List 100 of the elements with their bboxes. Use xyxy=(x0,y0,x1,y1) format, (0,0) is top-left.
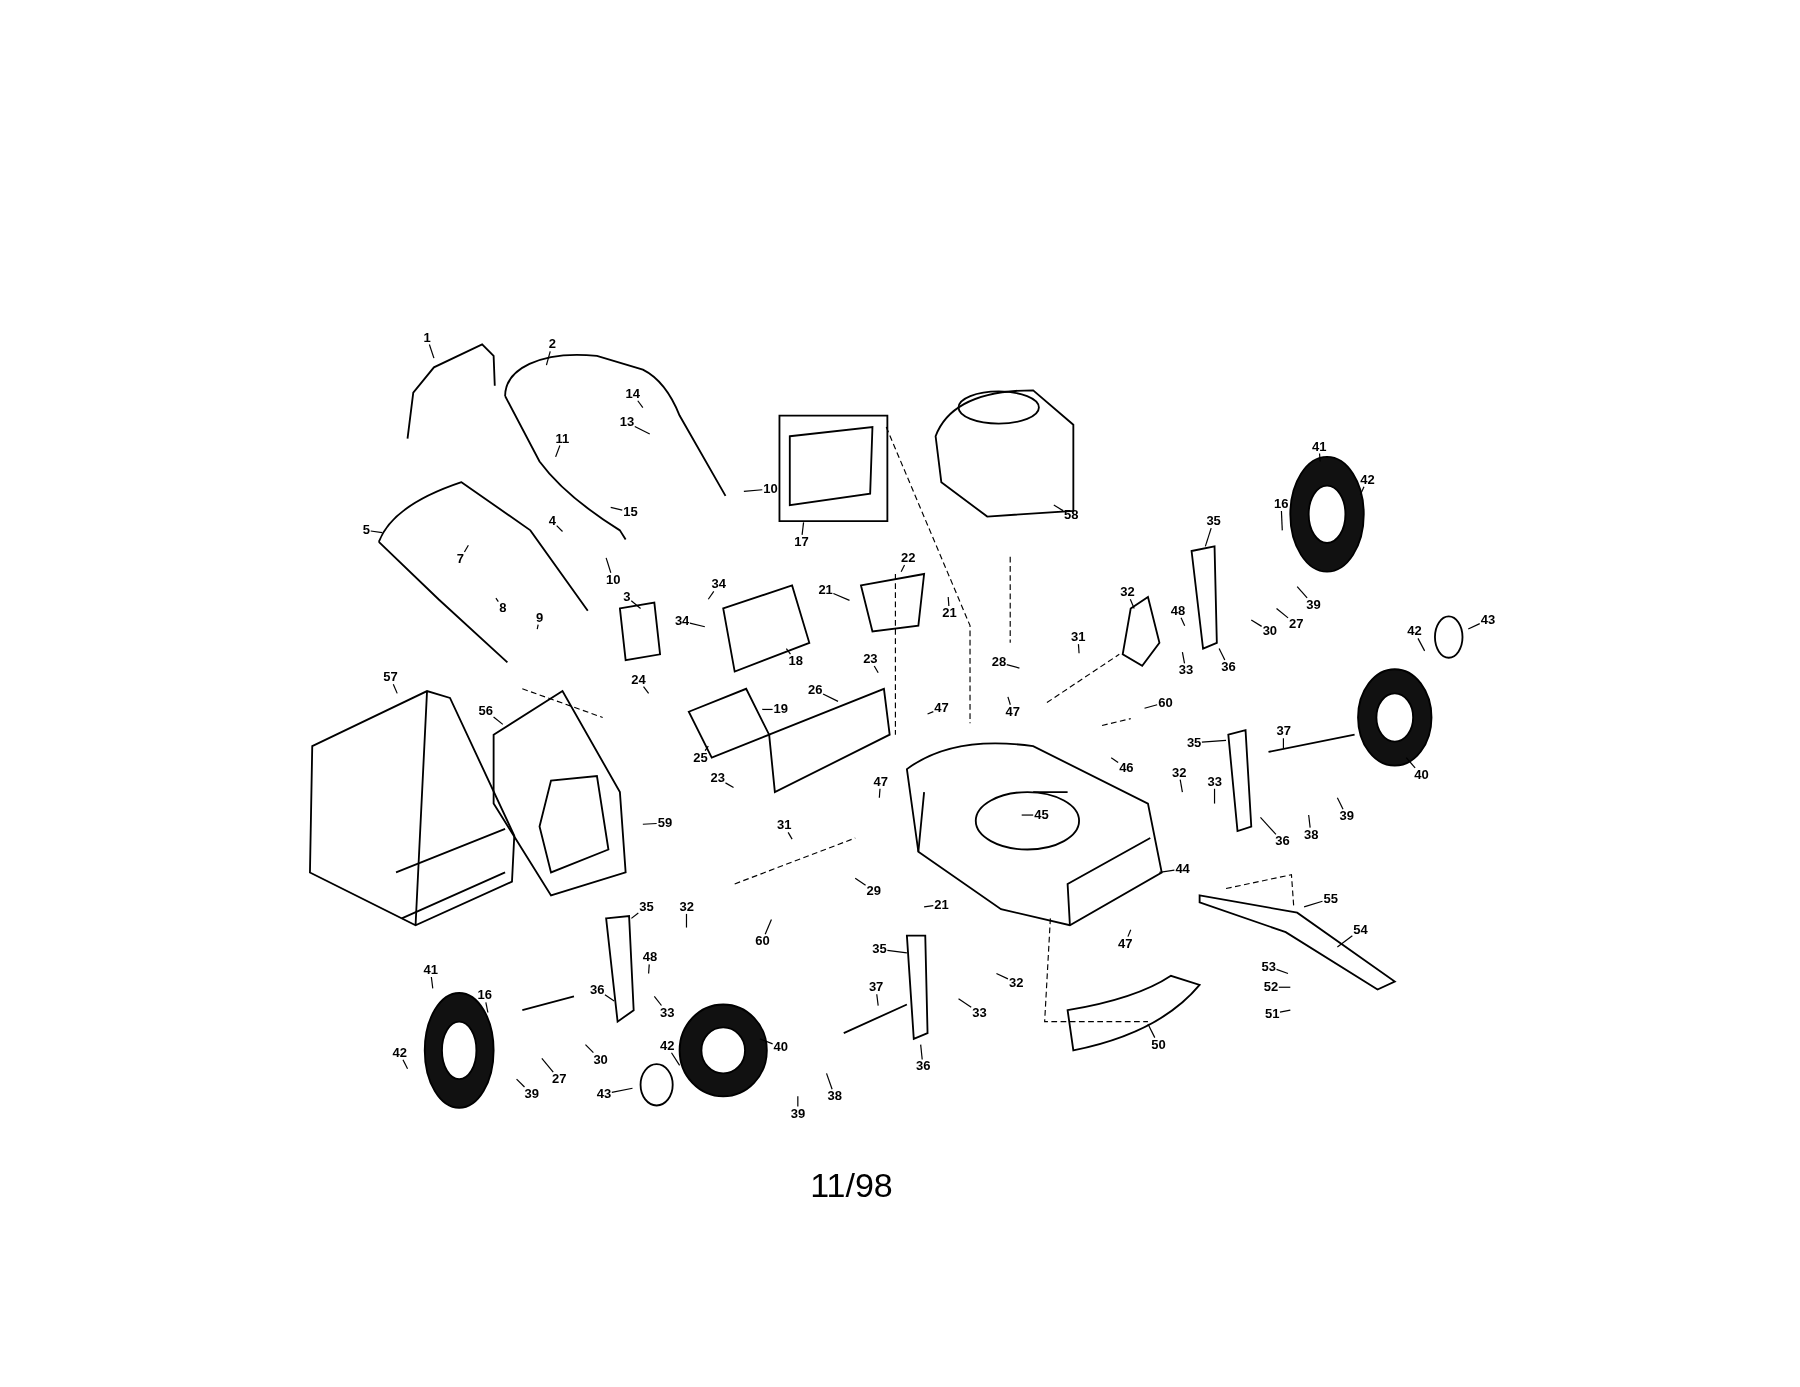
leader-line xyxy=(428,343,435,359)
leader-line xyxy=(1259,816,1277,836)
leader-line xyxy=(634,425,651,435)
callout-number: 46 xyxy=(1118,761,1135,775)
callout-number: 32 xyxy=(1007,975,1025,990)
callout-number: 47 xyxy=(872,774,889,789)
callout-number: 54 xyxy=(1352,922,1369,937)
leader-line xyxy=(610,506,623,511)
leader-line xyxy=(637,400,644,409)
leader-line xyxy=(801,521,805,536)
leader-line xyxy=(556,525,564,533)
callout-number: 27 xyxy=(1288,617,1305,632)
callout-number: 42 xyxy=(658,1038,676,1053)
callout-number: 39 xyxy=(789,1106,807,1121)
leader-line xyxy=(463,544,469,553)
leader-line xyxy=(392,683,398,694)
callout-number: 33 xyxy=(1206,774,1223,789)
callout-number: 36 xyxy=(1220,659,1237,674)
callout-number: 35 xyxy=(1205,514,1222,529)
leader-line xyxy=(876,993,879,1007)
leader-line xyxy=(1336,935,1353,948)
leader-line xyxy=(1158,869,1175,874)
callout-number: 21 xyxy=(941,606,958,620)
callout-number: 14 xyxy=(624,386,641,401)
leader-line xyxy=(873,665,879,674)
callout-number: 8 xyxy=(498,601,508,616)
callout-number: 48 xyxy=(641,950,659,965)
leader-line xyxy=(926,711,934,715)
leader-line xyxy=(764,918,773,935)
callout-number: 31 xyxy=(1069,630,1087,645)
leader-line xyxy=(685,913,688,929)
callout-number: 18 xyxy=(787,654,804,669)
callout-number: 52 xyxy=(1262,980,1280,995)
callout-number: 58 xyxy=(1063,508,1080,523)
callout-number: 42 xyxy=(391,1045,408,1060)
leader-line xyxy=(1147,1023,1156,1039)
leader-line xyxy=(1318,452,1321,463)
callout-number: 9 xyxy=(535,610,545,625)
leader-line xyxy=(670,1052,681,1066)
leader-line xyxy=(370,530,383,534)
leader-line xyxy=(1077,643,1080,654)
leader-line xyxy=(402,1059,409,1070)
leader-line xyxy=(1278,986,1291,988)
leader-line xyxy=(653,995,663,1007)
callout-number: 37 xyxy=(867,980,885,995)
leader-line xyxy=(995,972,1009,980)
leader-line xyxy=(630,600,642,609)
callout-number: 53 xyxy=(1260,959,1277,974)
callout-number: 33 xyxy=(658,1005,676,1020)
leader-line xyxy=(785,648,792,655)
leader-line xyxy=(611,1087,634,1093)
callout-number: 47 xyxy=(933,701,950,716)
callout-number: 4 xyxy=(547,514,557,529)
callout-number: 38 xyxy=(1302,827,1320,842)
callout-number: 57 xyxy=(382,670,399,685)
leader-line xyxy=(704,745,709,752)
leader-line xyxy=(1405,757,1416,769)
callout-number: 17 xyxy=(793,534,810,549)
callout-number: 27 xyxy=(551,1072,568,1087)
callout-number: 43 xyxy=(595,1087,613,1101)
callout-number: 47 xyxy=(1004,704,1021,719)
leader-line xyxy=(493,716,504,725)
callout-number: 25 xyxy=(692,750,709,765)
callout-number: 29 xyxy=(865,883,883,898)
leader-line xyxy=(825,1072,833,1090)
callout-number: 1 xyxy=(422,330,432,345)
leader-line xyxy=(1308,814,1311,829)
leader-line xyxy=(923,905,934,908)
leader-line xyxy=(1303,900,1324,908)
leader-line xyxy=(787,831,793,840)
callout-number: 39 xyxy=(1305,597,1322,612)
leader-line xyxy=(1201,739,1227,743)
leader-line xyxy=(920,1044,923,1061)
callout-number: 10 xyxy=(762,482,779,496)
leader-line xyxy=(759,1038,774,1045)
leader-line xyxy=(430,976,434,989)
callout-number: 33 xyxy=(971,1005,988,1020)
callout-number: 35 xyxy=(638,899,655,914)
leader-line xyxy=(545,350,551,366)
callout-number: 42 xyxy=(1406,624,1423,639)
leader-line xyxy=(1250,619,1263,627)
leader-line xyxy=(1127,929,1132,938)
leader-line xyxy=(1204,527,1212,548)
callout-number: 32 xyxy=(1119,585,1136,600)
leader-line xyxy=(689,622,706,628)
callout-number: 40 xyxy=(772,1039,790,1054)
callout-number: 16 xyxy=(1273,496,1290,511)
callout-number: 32 xyxy=(678,899,695,914)
leader-line xyxy=(536,624,539,630)
leader-line xyxy=(1213,788,1216,805)
leader-line xyxy=(642,822,658,825)
date-note: 11/98 xyxy=(810,1165,893,1205)
callout-number: 36 xyxy=(588,982,606,997)
leader-line xyxy=(854,877,867,886)
leader-line xyxy=(555,444,561,458)
leader-line xyxy=(1181,651,1186,664)
callout-number: 21 xyxy=(817,583,834,598)
callout-number: 7 xyxy=(455,552,466,567)
leader-line xyxy=(832,592,851,601)
leader-line xyxy=(1129,598,1135,609)
